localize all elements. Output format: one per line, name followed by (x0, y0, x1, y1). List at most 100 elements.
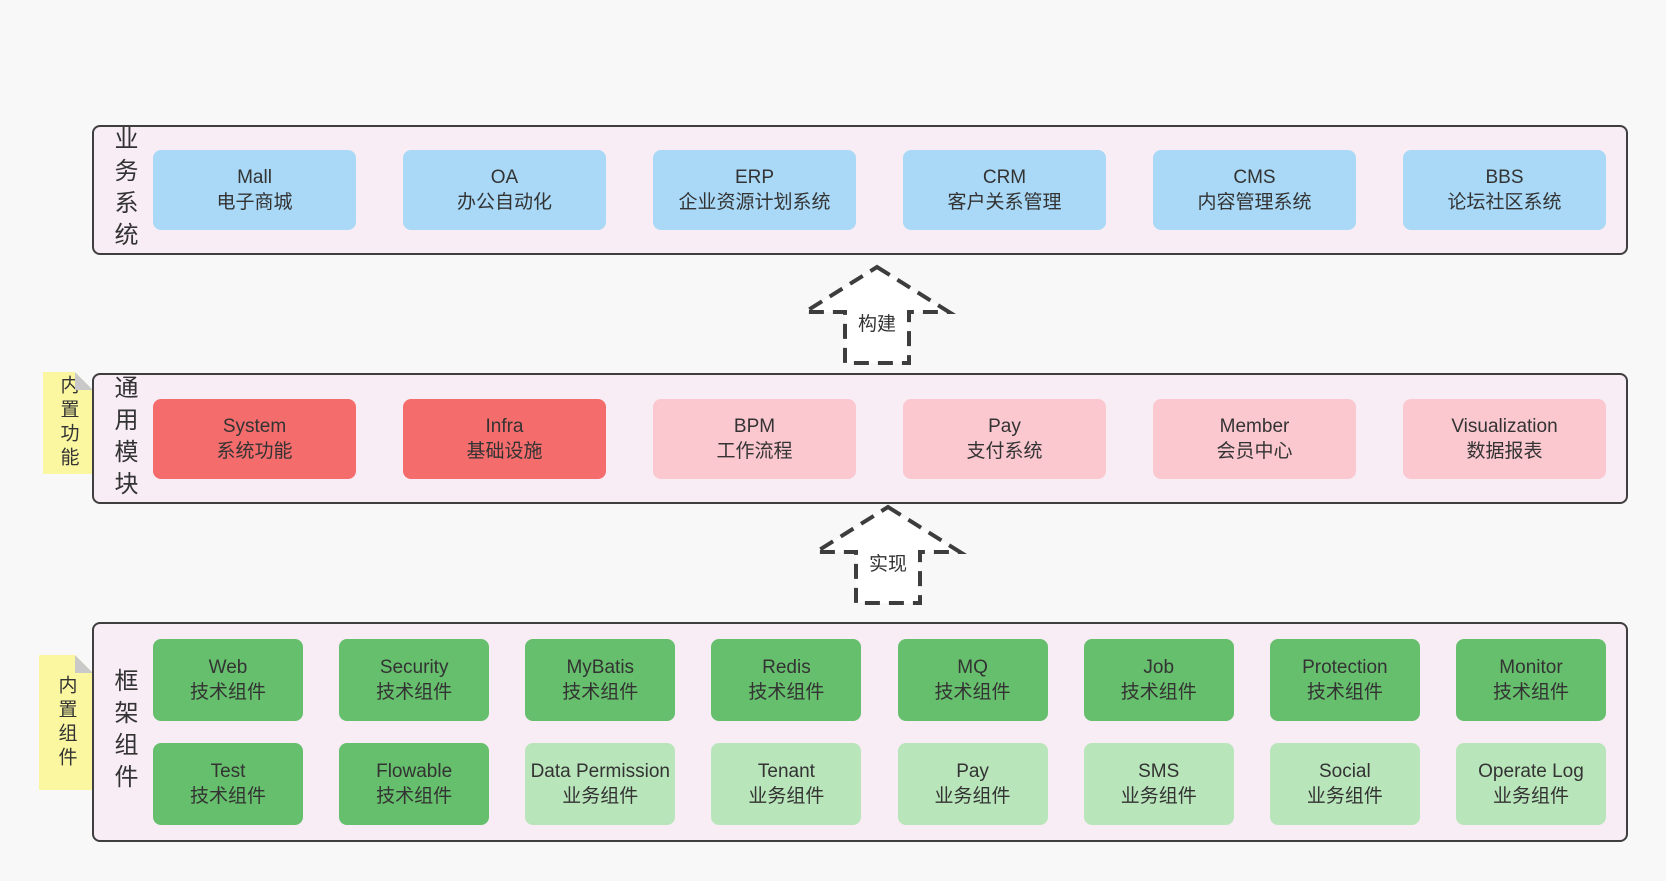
box-job: Job 技术组件 (1083, 639, 1234, 721)
box-subtitle: 业务组件 (934, 786, 1011, 807)
box-subtitle: 业务组件 (562, 786, 639, 807)
business-systems-content: Mall 电子商城 OA 办公自动化 ERP 企业资源计划系统 CRM 客户关系… (153, 127, 1626, 253)
box-title: Visualization (1451, 415, 1558, 437)
box-subtitle: 技术组件 (748, 682, 825, 703)
box-subtitle: 支付系统 (966, 440, 1043, 462)
box-subtitle: 技术组件 (1120, 682, 1197, 703)
box-title: Flowable (376, 761, 453, 782)
box-social: Social 业务组件 (1269, 743, 1420, 825)
box-title: Pay (988, 415, 1021, 437)
framework-row-1: Web 技术组件 Security 技术组件 MyBatis 技术组件 Redi… (153, 639, 1606, 721)
box-title: SMS (1138, 761, 1180, 782)
box-title: Social (1318, 761, 1371, 782)
box-title: Monitor (1499, 657, 1563, 678)
box-title: Pay (956, 761, 989, 782)
box-title: Redis (762, 657, 811, 678)
framework-components-label: 框架组件 (110, 668, 137, 796)
box-mall: Mall 电子商城 (153, 150, 356, 230)
box-subtitle: 客户关系管理 (947, 192, 1062, 213)
box-monitor: Monitor 技术组件 (1455, 639, 1606, 721)
box-pay-component: Pay 业务组件 (897, 743, 1048, 825)
sticky-note-builtin-features: 内置功能 (43, 372, 93, 474)
box-bbs: BBS 论坛社区系统 (1403, 150, 1606, 230)
panel-label-zone: 业务系统 (94, 126, 153, 254)
box-title: Test (210, 761, 246, 782)
box-subtitle: 技术组件 (1492, 682, 1569, 703)
box-title: Mall (237, 167, 272, 188)
box-pay-module: Pay 支付系统 (903, 398, 1106, 479)
box-title: Data Permission (530, 761, 670, 782)
sticky-note-builtin-components: 内置组件 (39, 655, 93, 790)
box-title: OA (490, 167, 519, 188)
folded-corner (75, 372, 93, 390)
box-bpm: BPM 工作流程 (653, 398, 856, 479)
box-redis: Redis 技术组件 (711, 639, 862, 721)
build-arrow: 构建 (798, 264, 956, 365)
box-title: CRM (982, 167, 1027, 188)
box-member: Member 会员中心 (1153, 398, 1356, 479)
box-title: BBS (1485, 167, 1524, 188)
implement-arrow-label: 实现 (869, 553, 907, 575)
box-subtitle: 技术组件 (189, 786, 266, 807)
box-protection: Protection 技术组件 (1269, 639, 1420, 721)
sticky-label-builtin-features: 内置功能 (57, 375, 79, 471)
box-subtitle: 业务组件 (1306, 786, 1383, 807)
box-mq: MQ 技术组件 (897, 639, 1048, 721)
box-subtitle: 办公自动化 (456, 192, 552, 213)
box-title: Member (1219, 415, 1290, 437)
box-subtitle: 电子商城 (216, 192, 293, 213)
box-system: System 系统功能 (153, 398, 356, 479)
box-title: Security (379, 657, 449, 678)
box-mybatis: MyBatis 技术组件 (525, 639, 676, 721)
folded-corner (75, 655, 93, 673)
box-data-permission: Data Permission 业务组件 (525, 743, 676, 825)
common-modules-label: 通用模块 (110, 374, 137, 503)
common-modules-row: System 系统功能 Infra 基础设施 BPM 工作流程 Pay 支付系统… (153, 398, 1606, 479)
box-subtitle: 技术组件 (376, 786, 453, 807)
box-subtitle: 系统功能 (216, 440, 293, 462)
common-modules-panel: 通用模块 System 系统功能 Infra 基础设施 BPM 工作流程 Pay… (92, 373, 1628, 504)
dashed-up-arrow (809, 504, 967, 605)
box-operate-log: Operate Log 业务组件 (1455, 743, 1606, 825)
box-crm: CRM 客户关系管理 (903, 150, 1106, 230)
box-flowable: Flowable 技术组件 (339, 743, 490, 825)
box-visualization: Visualization 数据报表 (1403, 398, 1606, 479)
build-arrow-label: 构建 (858, 313, 896, 335)
box-subtitle: 业务组件 (748, 786, 825, 807)
box-title: CMS (1233, 167, 1276, 188)
box-title: Job (1143, 657, 1175, 678)
box-title: Tenant (757, 761, 815, 782)
box-test: Test 技术组件 (153, 743, 303, 825)
box-subtitle: 技术组件 (1306, 682, 1383, 703)
box-subtitle: 基础设施 (466, 440, 543, 462)
common-modules-content: System 系统功能 Infra 基础设施 BPM 工作流程 Pay 支付系统… (153, 375, 1626, 502)
box-subtitle: 业务组件 (1120, 786, 1197, 807)
box-erp: ERP 企业资源计划系统 (653, 150, 856, 230)
box-title: Protection (1302, 657, 1388, 678)
framework-components-panel: 框架组件 Web 技术组件 Security 技术组件 MyBatis 技术组件… (92, 622, 1628, 842)
box-title: Operate Log (1478, 761, 1584, 782)
box-tenant: Tenant 业务组件 (711, 743, 862, 825)
panel-label-zone: 通用模块 (94, 374, 153, 503)
box-subtitle: 技术组件 (934, 682, 1011, 703)
box-title: BPM (733, 415, 776, 437)
box-title: System (222, 415, 287, 437)
box-title: MyBatis (566, 657, 635, 678)
box-subtitle: 数据报表 (1466, 440, 1543, 462)
box-oa: OA 办公自动化 (403, 150, 606, 230)
box-subtitle: 技术组件 (562, 682, 639, 703)
business-systems-panel: 业务系统 Mall 电子商城 OA 办公自动化 ERP 企业资源计划系统 CRM… (92, 125, 1628, 255)
box-title: ERP (734, 167, 775, 188)
box-subtitle: 技术组件 (189, 682, 266, 703)
box-subtitle: 工作流程 (716, 440, 793, 462)
box-subtitle: 技术组件 (376, 682, 453, 703)
box-subtitle: 论坛社区系统 (1447, 192, 1562, 213)
box-security: Security 技术组件 (339, 639, 490, 721)
box-subtitle: 内容管理系统 (1197, 192, 1312, 213)
framework-row-2: Test 技术组件 Flowable 技术组件 Data Permission … (153, 743, 1606, 825)
box-subtitle: 会员中心 (1216, 440, 1293, 462)
box-subtitle: 业务组件 (1492, 786, 1569, 807)
box-title: MQ (957, 657, 988, 678)
box-infra: Infra 基础设施 (403, 398, 606, 479)
sticky-label-builtin-components: 内置组件 (55, 674, 77, 771)
